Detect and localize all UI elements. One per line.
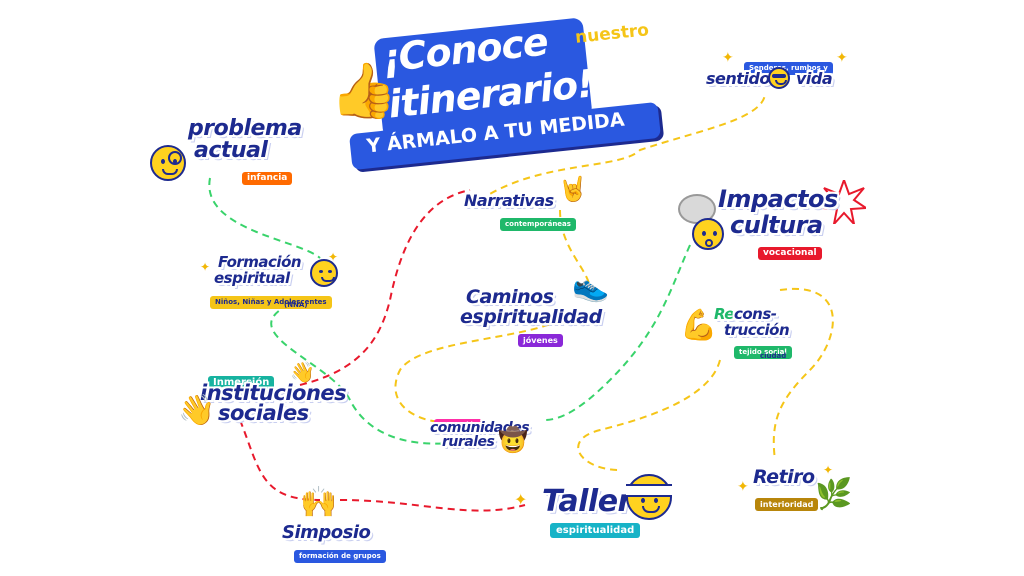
node-tag: Inmersión (208, 376, 275, 389)
node-tag: interioridad (755, 498, 819, 511)
sparkle-icon: ✦ (200, 260, 211, 274)
sparkle-icon: ✦ (823, 463, 834, 477)
title-small: nuestro (574, 20, 650, 48)
burst-icon (818, 177, 870, 228)
node-tag: espiritualidad (550, 523, 641, 538)
node-problema-actual[interactable]: problema actual infancia (150, 115, 310, 190)
sparkle-icon: ✦ (328, 250, 339, 264)
node-narrativas[interactable]: Narrativas contemporáneas 🤘 (462, 175, 592, 231)
node-title: Taller (542, 484, 632, 519)
node-tag: Senderos, rumbos y (744, 62, 833, 75)
node-inmersion-rurales[interactable]: Inmersión comunidades rurales 🤠 (428, 408, 548, 468)
node-title: Caminos (466, 286, 554, 308)
leaves-icon: 🌿 (815, 477, 853, 512)
node-tag: contemporáneas (500, 218, 576, 231)
node-note: (NNA) (284, 301, 308, 309)
node-tag: infancia (242, 172, 293, 185)
node-tag: Inmersión (434, 419, 484, 432)
node-word-2: vida (796, 69, 833, 88)
smiley-monocle-icon (150, 145, 186, 181)
smiley-smirk-icon (310, 259, 338, 287)
node-tag: vocacional (758, 247, 822, 260)
raised-hands-icon: 🙌 (300, 485, 338, 520)
cowboy-smiley-icon: 🤠 (498, 426, 528, 454)
thumbs-up-icon: 👍 (330, 59, 398, 122)
node-title-2: rurales (442, 434, 495, 450)
node-tag: jóvenes (518, 334, 563, 347)
sparkle-icon: ✦ (836, 50, 848, 66)
path-red-1 (299, 189, 471, 386)
node-tag: Niños, Niñas y Adolescentes (210, 296, 332, 309)
node-title: Impactos (718, 185, 838, 213)
node-title: Simposio (282, 522, 371, 543)
path-green-2 (544, 244, 691, 421)
node-title-2: sociales (218, 401, 309, 425)
node-title: comunidades (430, 420, 530, 436)
node-title: Formación (218, 253, 302, 271)
node-title: Recons- (714, 305, 777, 323)
headband-smiley-icon (626, 474, 672, 520)
path-yellow-2 (577, 287, 834, 471)
path-green (208, 177, 471, 445)
node-title: Narrativas (464, 191, 554, 210)
sparkle-icon: ✦ (737, 479, 749, 495)
sneaker-icon: 👟 (572, 269, 610, 304)
node-tag: tejido social (734, 346, 792, 359)
path-yellow-1 (394, 94, 766, 424)
flexed-arm-icon: 💪 (680, 308, 718, 343)
node-title-2: espiritual (214, 269, 290, 287)
node-title-2: cultura (730, 211, 823, 239)
node-title-2: trucción (724, 321, 790, 339)
node-tag: formación de grupos (294, 550, 386, 563)
node-title-2: actual (194, 138, 268, 163)
path-red-2 (239, 419, 526, 512)
node-reconstruccion[interactable]: 💪 Recons- trucción tejido social ciudad (680, 305, 810, 365)
node-title: instituciones (200, 381, 347, 405)
node-formacion-espiritual[interactable]: Formación espiritual Niños, Niñas y Adol… (200, 251, 350, 315)
node-word-1: sentido (706, 69, 770, 88)
node-simposio[interactable]: 🙌 Simposio formación de grupos (280, 485, 390, 563)
node-senderos[interactable]: ✦ ✦ Senderos, rumbos y sentido vida (700, 45, 850, 100)
sparkle-icon: ✦ (514, 490, 528, 509)
node-impactos-cultura[interactable]: Impactos cultura vocacional (672, 177, 872, 260)
waving-hand-icon: 👋 (178, 393, 216, 428)
node-title: problema (188, 116, 302, 141)
node-title: Retiro (753, 466, 815, 488)
node-inmersion-instituciones[interactable]: Inmersión instituciones sociales 👋 👋 (178, 360, 350, 432)
sunglasses-smiley-icon (768, 67, 790, 89)
node-taller[interactable]: ✦ Taller espiritualidad (510, 470, 680, 550)
node-caminos-espiritualidad[interactable]: Caminos espiritualidad jóvenes 👟 (460, 269, 630, 347)
sparkle-icon: ✦ (722, 50, 734, 66)
node-title-2: espiritualidad (460, 306, 602, 328)
rock-hand-icon: 🤘 (558, 175, 588, 203)
waving-hand-icon: 👋 (290, 360, 315, 384)
node-note: ciudad (760, 352, 787, 360)
node-retiro[interactable]: ✦ Retiro ✦ interioridad 🌿 (735, 460, 865, 530)
header-banner: ¡Conoce nuestro itinerario! Y ÁRMALO A T… (330, 14, 680, 184)
exploding-head-icon (692, 218, 724, 250)
